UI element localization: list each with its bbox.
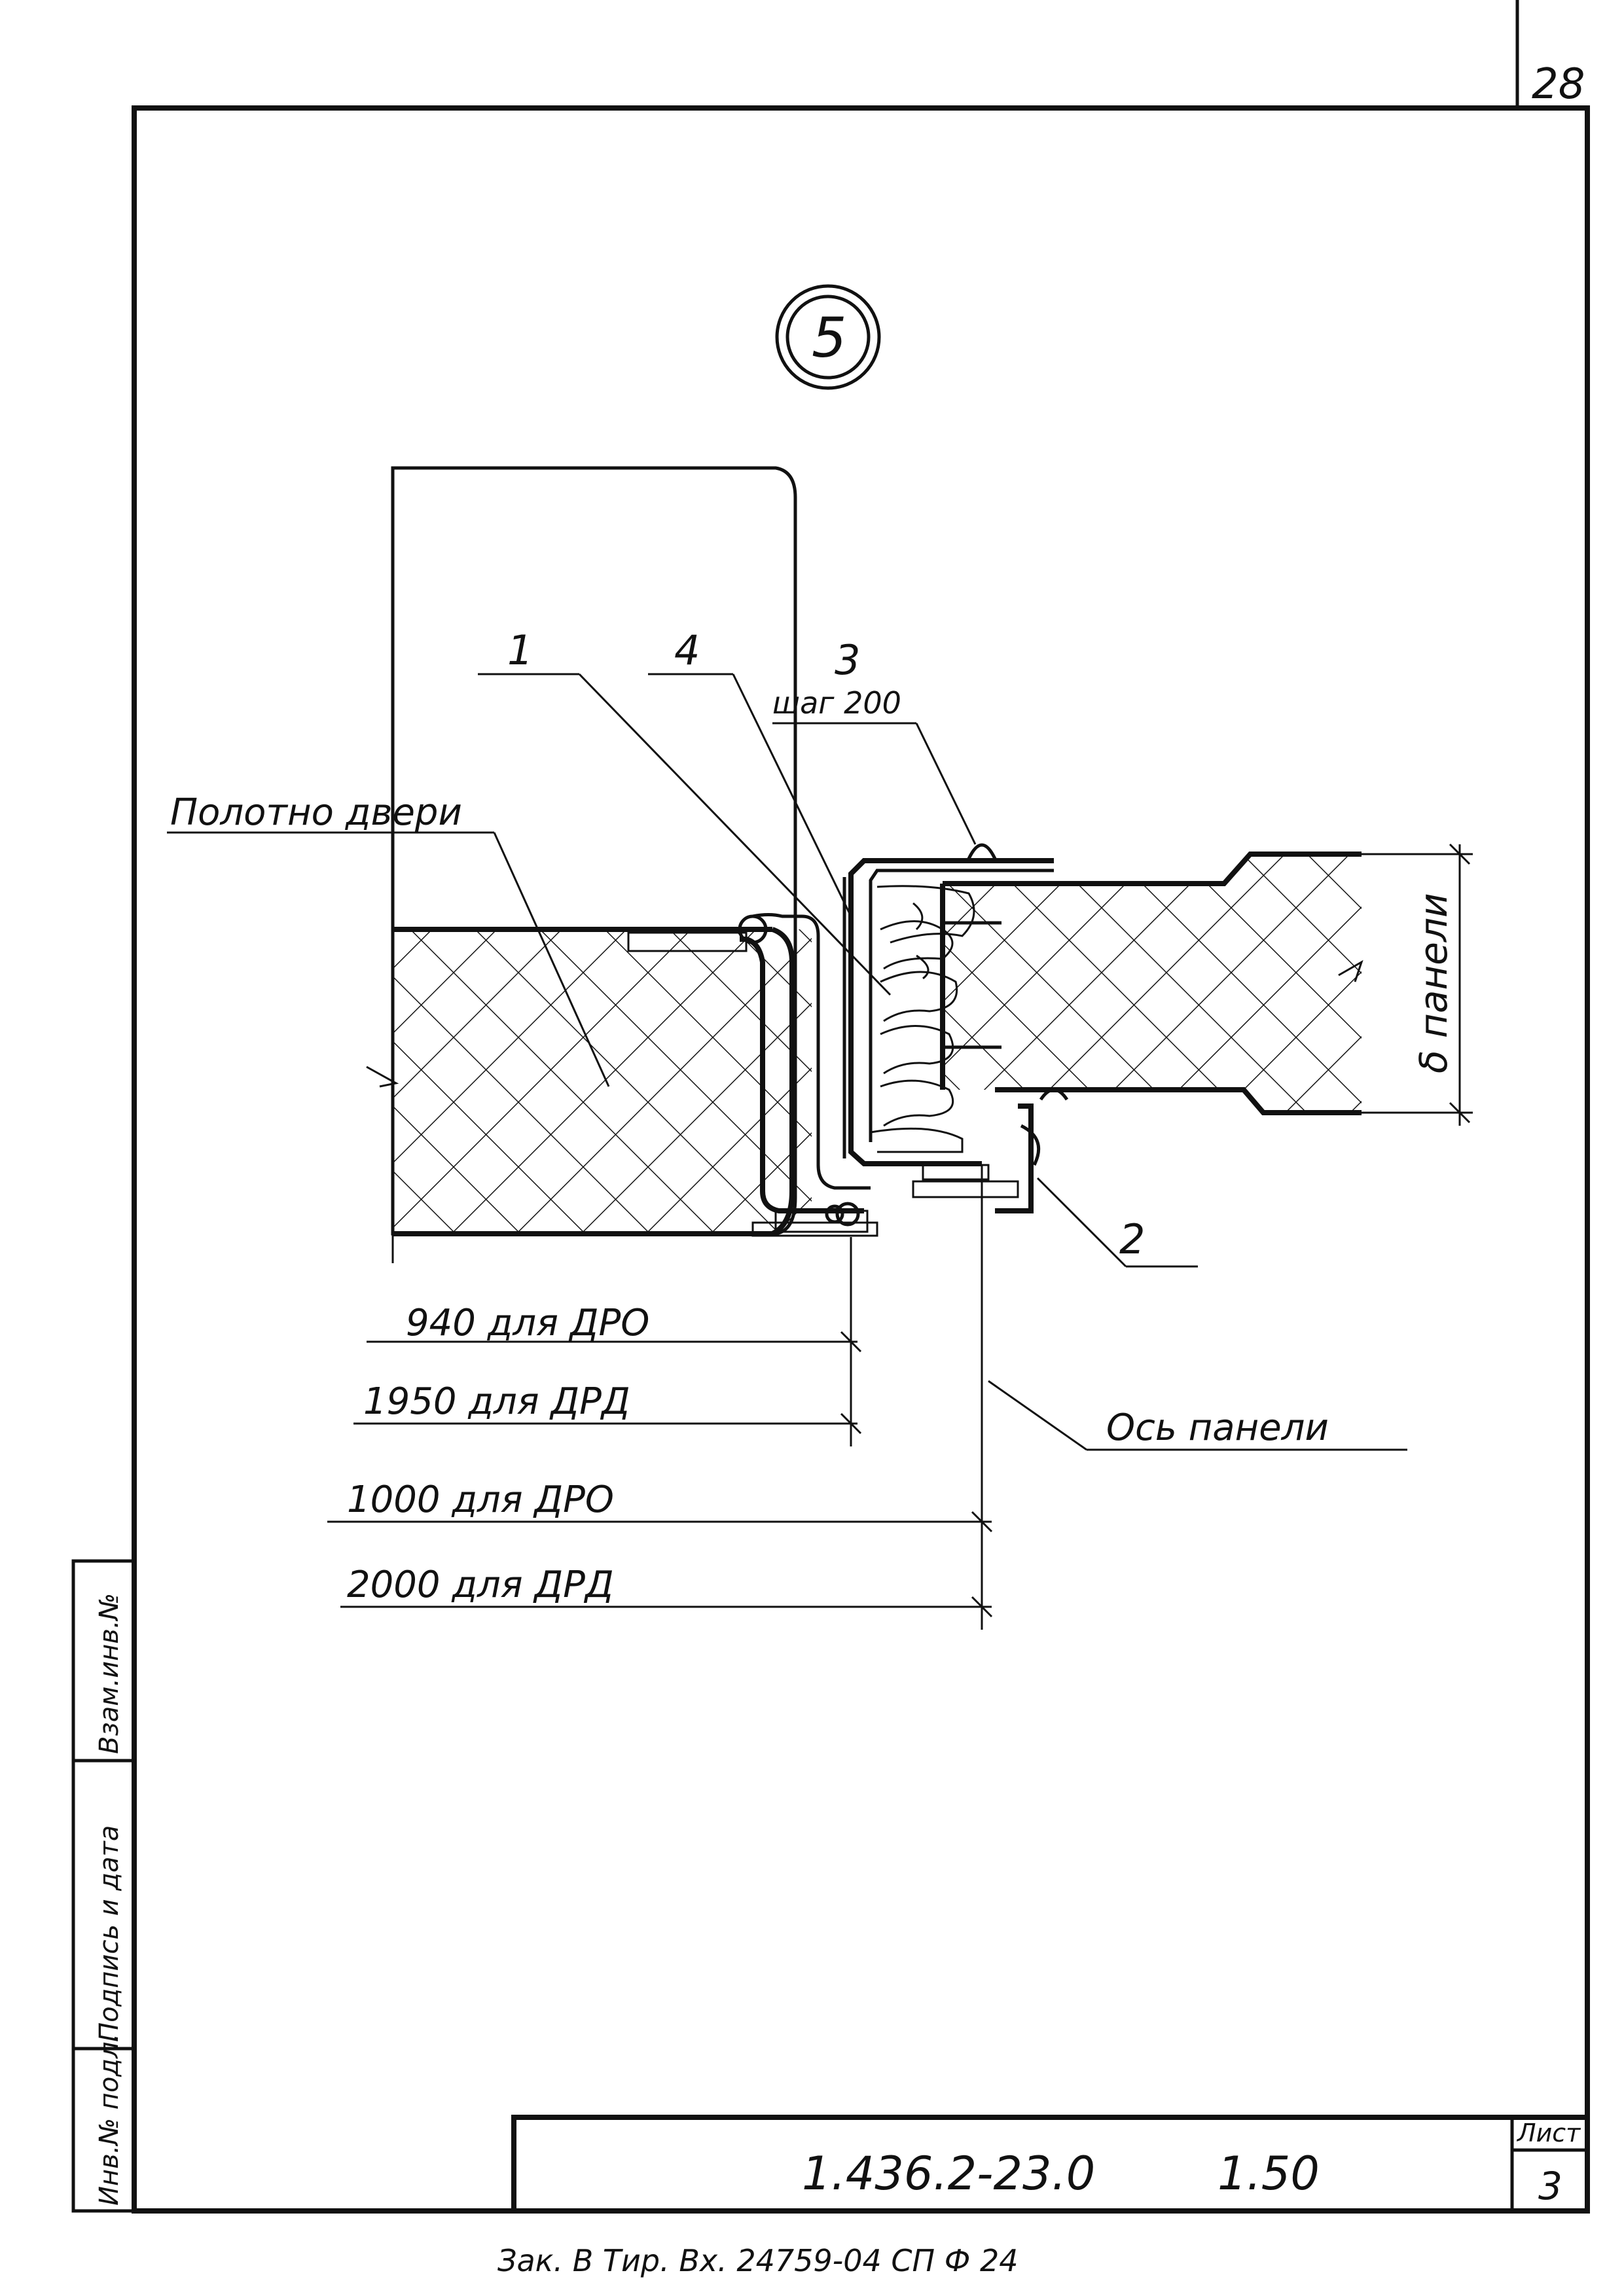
- sheet-code: 1.50: [1218, 2147, 1320, 2200]
- callout-2: 2: [1119, 1215, 1145, 1263]
- node-marker: 5: [775, 284, 881, 390]
- dimension-1000: 1000 для ДРО: [347, 1479, 614, 1521]
- title-block: [511, 2115, 1590, 2214]
- callout-leaders: [167, 673, 1407, 1451]
- footer-print-info: Зак. В Тир. Вх. 24759-04 СП Ф 24: [497, 2243, 1019, 2278]
- angle-bracket: [995, 1103, 1034, 1213]
- dimension-lines: [327, 1237, 993, 1618]
- dimension-1950: 1950 для ДРД: [363, 1380, 630, 1423]
- callout-3: 3: [835, 636, 860, 684]
- callout-1: 1: [507, 626, 533, 674]
- stamp-original-inv: Инв.№ подл.: [94, 2034, 124, 2206]
- dimension-2000: 2000 для ДРД: [347, 1564, 614, 1606]
- sheet-label: Лист: [1516, 2119, 1581, 2147]
- callout-door-leaf: Полотно двери: [170, 791, 462, 834]
- wall-panel-section: [940, 852, 1363, 1115]
- callout-panel-axis: Ось панели: [1106, 1407, 1329, 1449]
- panel-thickness-label: δ панели: [1411, 893, 1456, 1073]
- page-number: 28: [1532, 60, 1585, 109]
- side-stamp: Взам.инв.№ Подпись и дата Инв.№ подл.: [71, 1559, 136, 2213]
- door-leaf-edge: [771, 927, 795, 1236]
- callout-3-pitch: шаг 200: [772, 685, 901, 721]
- stamp-signature-date: Подпись и дата: [94, 1825, 124, 2042]
- node-marker-number: 5: [812, 306, 846, 370]
- sheet-number: 3: [1538, 2164, 1562, 2208]
- stamp-replacement-inv: Взам.инв.№: [94, 1593, 124, 1754]
- callout-4: 4: [674, 626, 700, 674]
- panel-thickness-dimension: δ панели: [1362, 843, 1473, 1126]
- section-drawing: [366, 466, 1363, 1263]
- dimension-940: 940 для ДРО: [406, 1302, 649, 1344]
- document-designation: 1.436.2-23.0: [802, 2147, 1095, 2200]
